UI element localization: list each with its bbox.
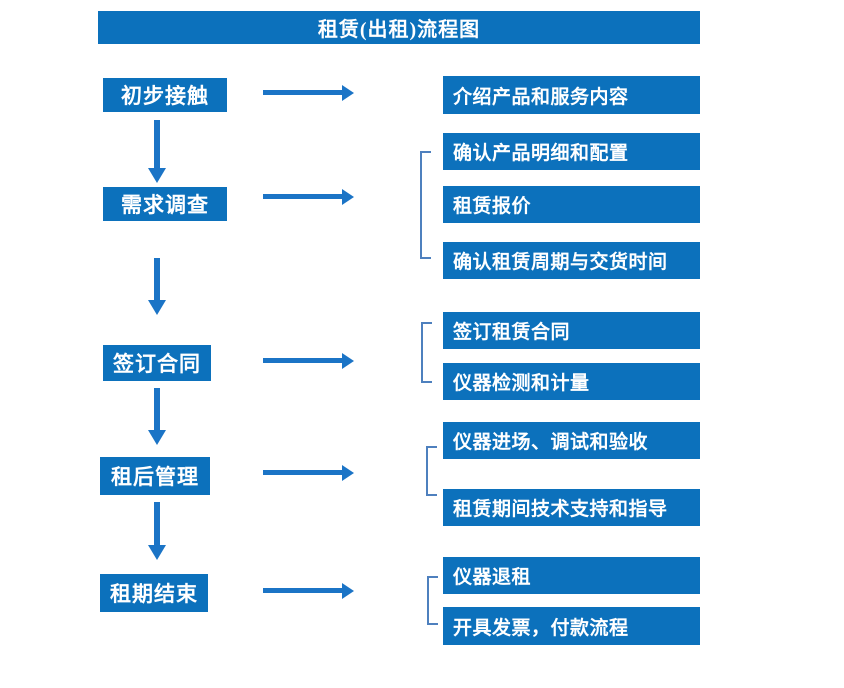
arrow-down-stage4-stage5 [148,502,166,560]
bracket-sign-contract-outputs [421,322,432,383]
output-box-introduce-products-services: 介绍产品和服务内容 [443,76,700,114]
output-box-sign-rental-contract: 签订租赁合同 [443,312,700,349]
arrow-shaft [263,90,343,95]
arrow-right-sign-contract [263,353,354,369]
arrow-head-right-icon [342,85,354,101]
bracket-demand-survey-outputs [420,151,431,259]
output-box-rental-period-tech-support: 租赁期间技术支持和指导 [443,489,700,526]
bracket-rental-end-outputs [427,576,438,625]
arrow-head-right-icon [342,583,354,599]
arrow-head-right-icon [342,465,354,481]
output-box-instrument-entry-debug-acceptance: 仪器进场、调试和验收 [443,422,700,459]
arrow-shaft [154,502,160,546]
arrow-shaft [154,258,160,301]
arrow-head-down-icon [148,168,166,183]
stage-box-initial-contact: 初步接触 [103,78,227,112]
arrow-right-demand-survey [263,189,354,205]
arrow-right-rental-end [263,583,354,599]
stage-box-demand-survey: 需求调查 [103,187,227,221]
arrow-head-down-icon [148,430,166,445]
arrow-shaft [154,120,160,169]
output-box-confirm-rental-period-delivery: 确认租赁周期与交货时间 [443,242,700,279]
arrow-shaft [263,358,343,363]
bracket-post-rental-outputs [426,446,437,496]
arrow-down-stage1-stage2 [148,120,166,183]
stage-box-rental-end: 租期结束 [100,574,208,612]
arrow-head-right-icon [342,353,354,369]
arrow-shaft [263,588,343,593]
output-box-invoice-payment-process: 开具发票，付款流程 [443,607,700,645]
arrow-head-down-icon [148,300,166,315]
arrow-shaft [263,194,343,199]
stage-box-sign-contract: 签订合同 [103,345,211,381]
arrow-head-down-icon [148,545,166,560]
arrow-shaft [263,470,343,475]
arrow-right-initial-contact [263,85,354,101]
arrow-down-stage2-stage3 [148,258,166,315]
output-box-confirm-product-details-config: 确认产品明细和配置 [443,133,700,170]
output-box-instrument-inspection-measurement: 仪器检测和计量 [443,363,700,400]
title-bar: 租赁(出租)流程图 [98,11,700,44]
page-title: 租赁(出租)流程图 [317,19,481,41]
output-box-rental-quotation: 租赁报价 [443,186,700,223]
arrow-head-right-icon [342,189,354,205]
arrow-right-post-rental-management [263,465,354,481]
arrow-shaft [154,388,160,431]
arrow-down-stage3-stage4 [148,388,166,445]
output-box-instrument-return: 仪器退租 [443,557,700,594]
stage-box-post-rental-management: 租后管理 [100,457,210,495]
